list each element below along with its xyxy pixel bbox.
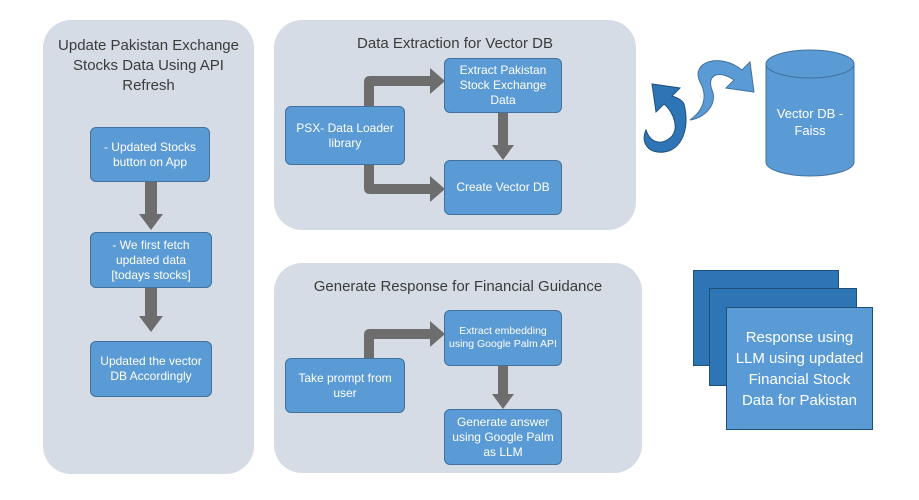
extract-psx-data-box: Extract Pakistan Stock Exchange Data [444,58,562,113]
panel-title-update-stocks: Update Pakistan Exchange Stocks Data Usi… [58,37,239,94]
cycle-arrows-icon [643,60,755,153]
take-prompt-box: Take prompt from user [285,358,405,413]
psx-data-loader-box: PSX- Data Loader library [285,106,405,165]
panel-title-generate-response: Generate Response for Financial Guidance [313,278,603,295]
response-llm-box: Response using LLM using updated Financi… [726,307,873,430]
fetch-updated-data-box: - We first fetch updated data [todays st… [90,232,212,288]
extract-embedding-box: Extract embedding using Google Palm API [444,310,562,366]
vector-db-label: Vector DB - Faiss [776,106,844,138]
panel-title-data-extraction: Data Extraction for Vector DB [357,35,553,52]
update-vector-db-box: Updated the vector DB Accordingly [90,341,212,397]
generate-answer-box: Generate answer using Google Palm as LLM [444,409,562,465]
create-vector-db-box: Create Vector DB [444,160,562,215]
updated-stocks-button-box: - Updated Stocks button on App [90,127,210,182]
